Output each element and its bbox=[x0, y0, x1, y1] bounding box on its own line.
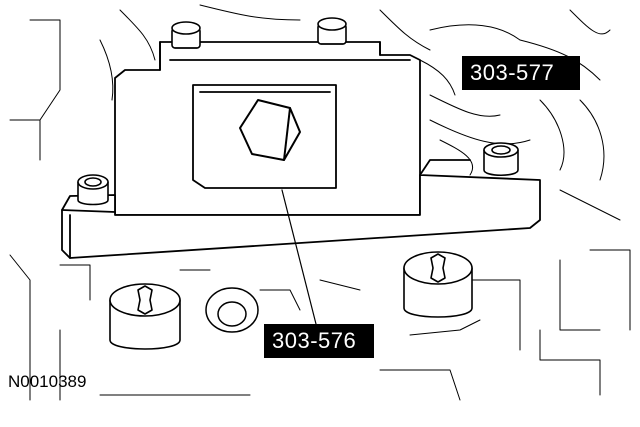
top-bolt-left bbox=[171, 21, 201, 49]
figure-id-label: N0010389 bbox=[8, 372, 87, 391]
callout-303-577: 303-577 bbox=[462, 56, 580, 90]
head-bolt-left bbox=[109, 283, 181, 350]
leader-line-576 bbox=[281, 189, 317, 325]
side-bolt-right bbox=[483, 142, 519, 177]
background-engine-lines bbox=[9, 4, 631, 401]
hex-bolt bbox=[239, 99, 301, 161]
center-boss bbox=[205, 287, 259, 333]
side-bolt-left bbox=[77, 174, 109, 206]
head-bolt-right bbox=[403, 251, 473, 318]
callout-303-576: 303-576 bbox=[264, 324, 374, 358]
top-bolt-right bbox=[317, 17, 347, 45]
